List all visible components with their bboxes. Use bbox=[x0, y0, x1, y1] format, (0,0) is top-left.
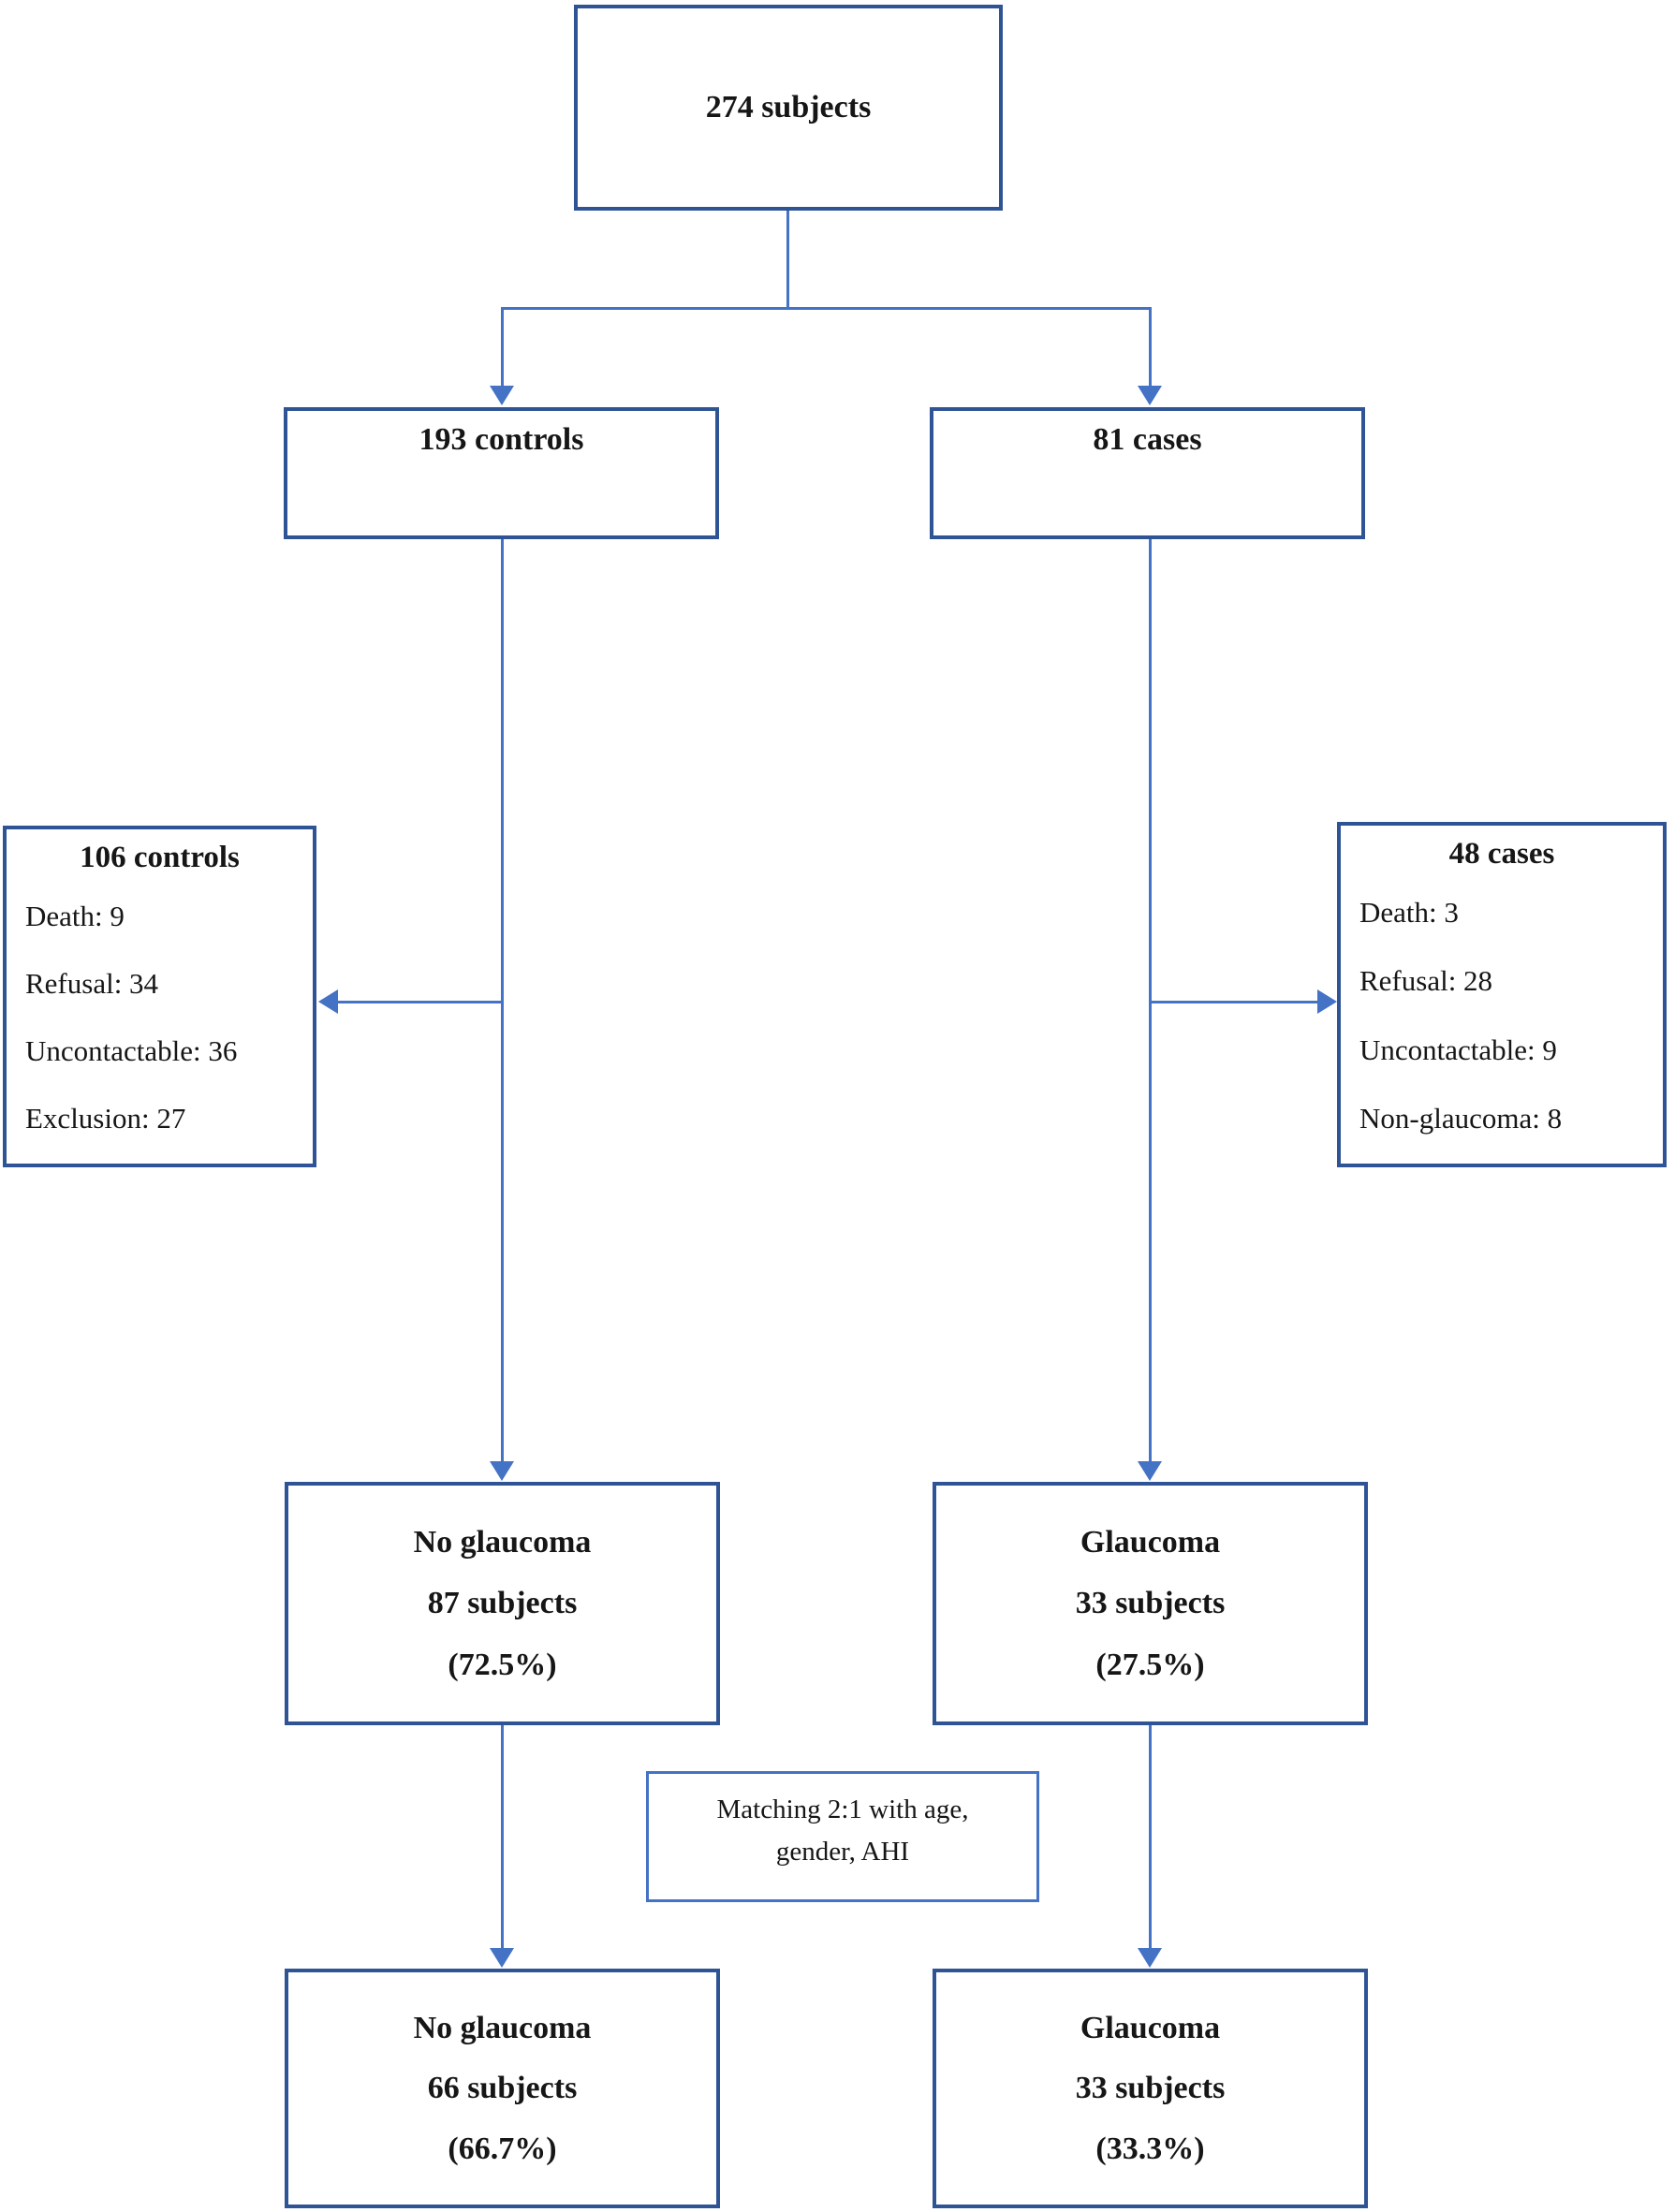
connector-branch-right-drop bbox=[1149, 307, 1152, 388]
connector-noglaucoma-to-matched bbox=[501, 1725, 504, 1950]
node-total-subjects: 274 subjects bbox=[574, 5, 1003, 211]
arrowhead-into-controls-excluded bbox=[318, 989, 338, 1014]
connector-to-controls-excluded bbox=[337, 1001, 503, 1003]
cases-excluded-refusal: Refusal: 28 bbox=[1359, 964, 1493, 998]
glaucoma-initial-line3: (27.5%) bbox=[1095, 1647, 1205, 1682]
node-no-glaucoma-initial: No glaucoma 87 subjects (72.5%) bbox=[285, 1482, 720, 1725]
no-glaucoma-initial-line3: (72.5%) bbox=[448, 1647, 557, 1682]
cases-excluded-death: Death: 3 bbox=[1359, 896, 1459, 929]
cases-label: 81 cases bbox=[1093, 422, 1202, 457]
no-glaucoma-matched-line2: 66 subjects bbox=[427, 2071, 578, 2105]
arrowhead-into-noglaucoma-matched bbox=[490, 1948, 514, 1968]
connector-branch-left-drop bbox=[501, 307, 504, 388]
connector-glaucoma-to-matched bbox=[1149, 1725, 1152, 1950]
controls-excluded-refusal: Refusal: 34 bbox=[25, 967, 159, 1000]
controls-excluded-death: Death: 9 bbox=[25, 900, 125, 932]
no-glaucoma-initial-line1: No glaucoma bbox=[413, 1524, 592, 1560]
cases-excluded-title: 48 cases bbox=[1448, 837, 1555, 871]
node-matching: Matching 2:1 with age, gender, AHI bbox=[646, 1771, 1039, 1902]
controls-excluded-title: 106 controls bbox=[80, 841, 240, 874]
arrowhead-into-glaucoma bbox=[1138, 1461, 1162, 1481]
glaucoma-matched-line2: 33 subjects bbox=[1075, 2071, 1226, 2105]
arrowhead-into-noglaucoma bbox=[490, 1461, 514, 1481]
cases-excluded-nonglaucoma: Non-glaucoma: 8 bbox=[1359, 1101, 1563, 1135]
glaucoma-initial-line1: Glaucoma bbox=[1080, 1524, 1221, 1560]
connector-to-cases-excluded bbox=[1150, 1001, 1318, 1003]
controls-label: 193 controls bbox=[419, 422, 584, 457]
node-controls: 193 controls bbox=[284, 407, 719, 539]
glaucoma-initial-line2: 33 subjects bbox=[1075, 1586, 1226, 1620]
arrowhead-into-cases-excluded bbox=[1317, 989, 1337, 1014]
no-glaucoma-initial-line2: 87 subjects bbox=[427, 1586, 578, 1620]
node-glaucoma-matched: Glaucoma 33 subjects (33.3%) bbox=[933, 1969, 1368, 2208]
node-cases-excluded: 48 cases Death: 3 Refusal: 28 Uncontacta… bbox=[1337, 822, 1667, 1167]
matching-line2: gender, AHI bbox=[775, 1836, 910, 1867]
arrowhead-into-glaucoma-matched bbox=[1138, 1948, 1162, 1968]
controls-excluded-exclusion: Exclusion: 27 bbox=[25, 1102, 186, 1135]
node-controls-excluded: 106 controls Death: 9 Refusal: 34 Uncont… bbox=[3, 826, 316, 1167]
matching-text: Matching 2:1 with age, gender, AHI bbox=[716, 1789, 968, 1873]
arrowhead-into-cases bbox=[1138, 386, 1162, 405]
node-no-glaucoma-matched: No glaucoma 66 subjects (66.7%) bbox=[285, 1969, 720, 2208]
matching-line1: Matching 2:1 with age, bbox=[716, 1795, 969, 1824]
glaucoma-matched-line3: (33.3%) bbox=[1095, 2131, 1205, 2166]
connector-branch-horizontal bbox=[501, 307, 1152, 310]
total-subjects-label: 274 subjects bbox=[705, 90, 872, 125]
node-glaucoma-initial: Glaucoma 33 subjects (27.5%) bbox=[933, 1482, 1368, 1725]
no-glaucoma-matched-line3: (66.7%) bbox=[448, 2131, 557, 2166]
cases-excluded-items: Death: 3 Refusal: 28 Uncontactable: 9 No… bbox=[1341, 872, 1663, 1164]
node-cases: 81 cases bbox=[930, 407, 1365, 539]
no-glaucoma-matched-line1: No glaucoma bbox=[413, 2010, 592, 2045]
glaucoma-matched-line1: Glaucoma bbox=[1080, 2010, 1221, 2045]
connector-total-drop bbox=[786, 209, 789, 310]
cases-excluded-uncontactable: Uncontactable: 9 bbox=[1359, 1033, 1557, 1066]
arrowhead-into-controls bbox=[490, 386, 514, 405]
controls-excluded-uncontactable: Uncontactable: 36 bbox=[25, 1034, 238, 1067]
controls-excluded-items: Death: 9 Refusal: 34 Uncontactable: 36 E… bbox=[7, 875, 313, 1164]
